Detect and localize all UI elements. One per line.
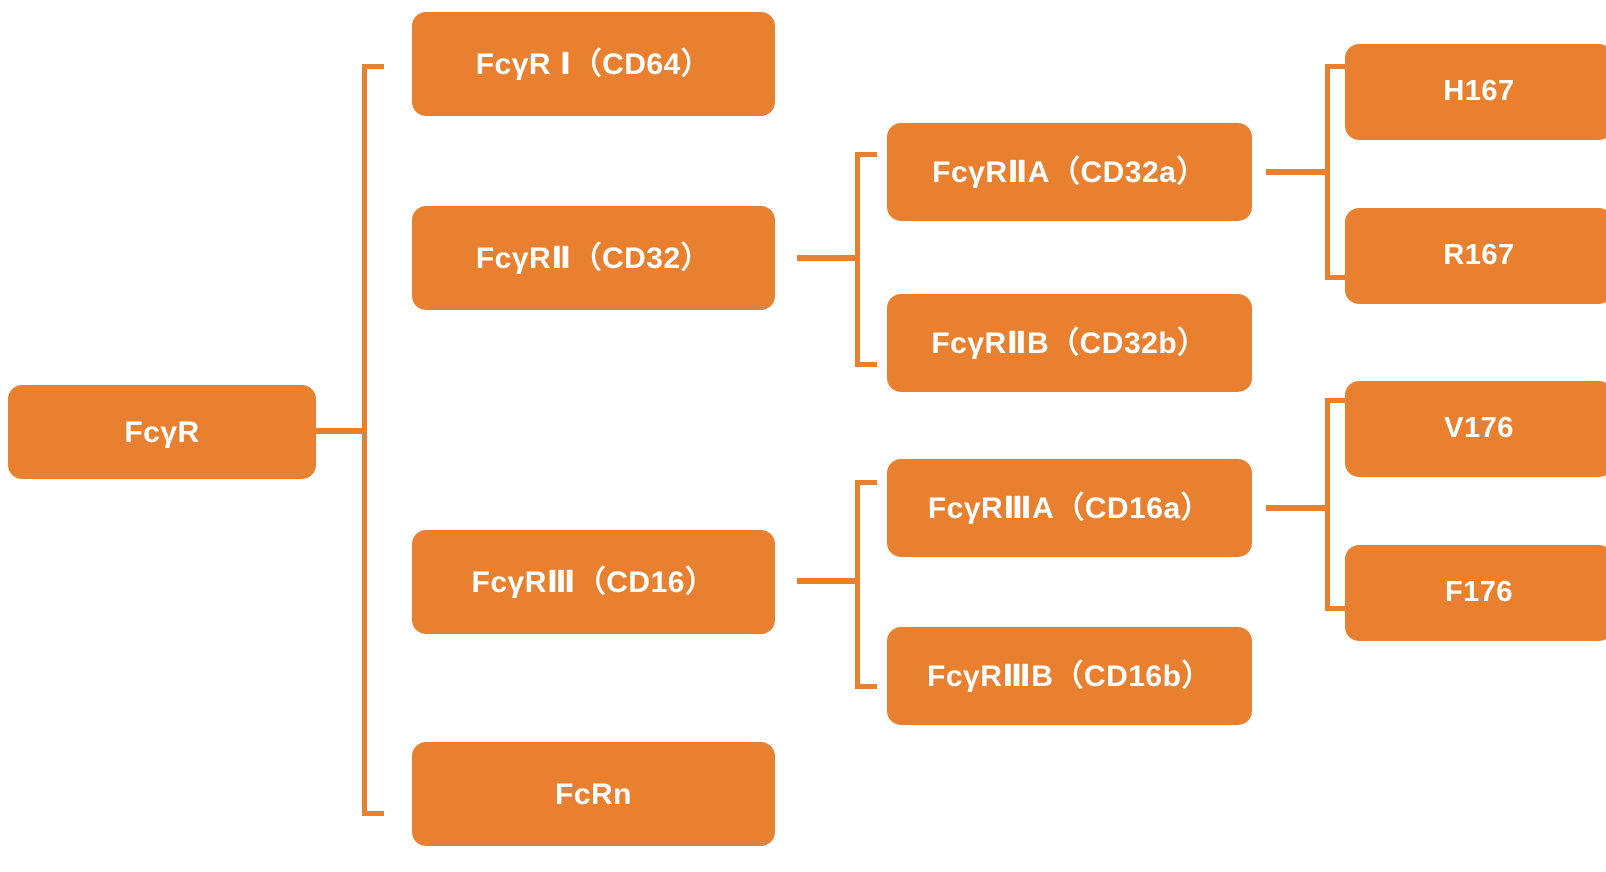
bracket-fcgr2-top-cap	[855, 152, 877, 157]
bracket-level2-top-cap	[362, 64, 384, 69]
bracket-fcgr2-spine	[855, 152, 860, 367]
node-h167[interactable]: H167	[1345, 44, 1606, 140]
node-fcgr2a[interactable]: FcγRⅡA（CD32a）	[887, 123, 1252, 221]
node-label: FcγRⅡA（CD32a）	[932, 155, 1207, 189]
node-fcgr-root[interactable]: FcγR	[8, 385, 316, 479]
node-label: FcγR	[124, 415, 200, 449]
bracket-fcgr3-bottom-cap	[855, 684, 877, 689]
connector-root-to-level2	[304, 428, 366, 434]
node-fcgr1[interactable]: FcγR Ⅰ（CD64）	[412, 12, 775, 116]
bracket-fcgr3a-spine	[1325, 398, 1330, 611]
bracket-fcgr3-top-cap	[855, 480, 877, 485]
node-label: FcγRⅢ（CD16）	[471, 565, 716, 599]
bracket-fcgr3a-bottom-cap	[1325, 606, 1347, 611]
node-fcgr3[interactable]: FcγRⅢ（CD16）	[412, 530, 775, 634]
bracket-fcgr2-bottom-cap	[855, 362, 877, 367]
node-label: V176	[1444, 412, 1514, 445]
bracket-fcgr2a-bottom-cap	[1325, 275, 1347, 280]
bracket-fcgr2a-top-cap	[1325, 64, 1347, 69]
bracket-fcgr2a-spine	[1325, 64, 1330, 280]
node-v176[interactable]: V176	[1345, 381, 1606, 477]
node-fcgr2[interactable]: FcγRⅡ（CD32）	[412, 206, 775, 310]
bracket-fcgr3-spine	[855, 480, 860, 689]
node-fcgr2b[interactable]: FcγRⅡB（CD32b）	[887, 294, 1252, 392]
node-r167[interactable]: R167	[1345, 208, 1606, 304]
node-label: FcRn	[555, 777, 632, 811]
node-label: FcγR Ⅰ（CD64）	[475, 47, 712, 81]
node-f176[interactable]: F176	[1345, 545, 1606, 641]
node-label: FcγRⅡ（CD32）	[475, 241, 712, 275]
bracket-fcgr3a-top-cap	[1325, 398, 1347, 403]
node-fcgr3a[interactable]: FcγRⅢA（CD16a）	[887, 459, 1252, 557]
node-label: FcγRⅡB（CD32b）	[931, 326, 1208, 360]
node-fcrn[interactable]: FcRn	[412, 742, 775, 846]
bracket-level2-spine	[362, 64, 367, 816]
node-fcgr3b[interactable]: FcγRⅢB（CD16b）	[887, 627, 1252, 725]
node-label: H167	[1443, 75, 1515, 108]
node-label: FcγRⅢA（CD16a）	[927, 491, 1212, 525]
node-label: FcγRⅢB（CD16b）	[927, 659, 1212, 693]
connector-fcgr2-to-children	[797, 255, 859, 261]
connector-fcgr3a-to-children	[1266, 505, 1328, 511]
node-label: R167	[1443, 239, 1515, 272]
node-label: F176	[1444, 576, 1514, 609]
connector-fcgr2a-to-children	[1266, 169, 1328, 175]
bracket-level2-bottom-cap	[362, 811, 384, 816]
connector-fcgr3-to-children	[797, 578, 859, 584]
